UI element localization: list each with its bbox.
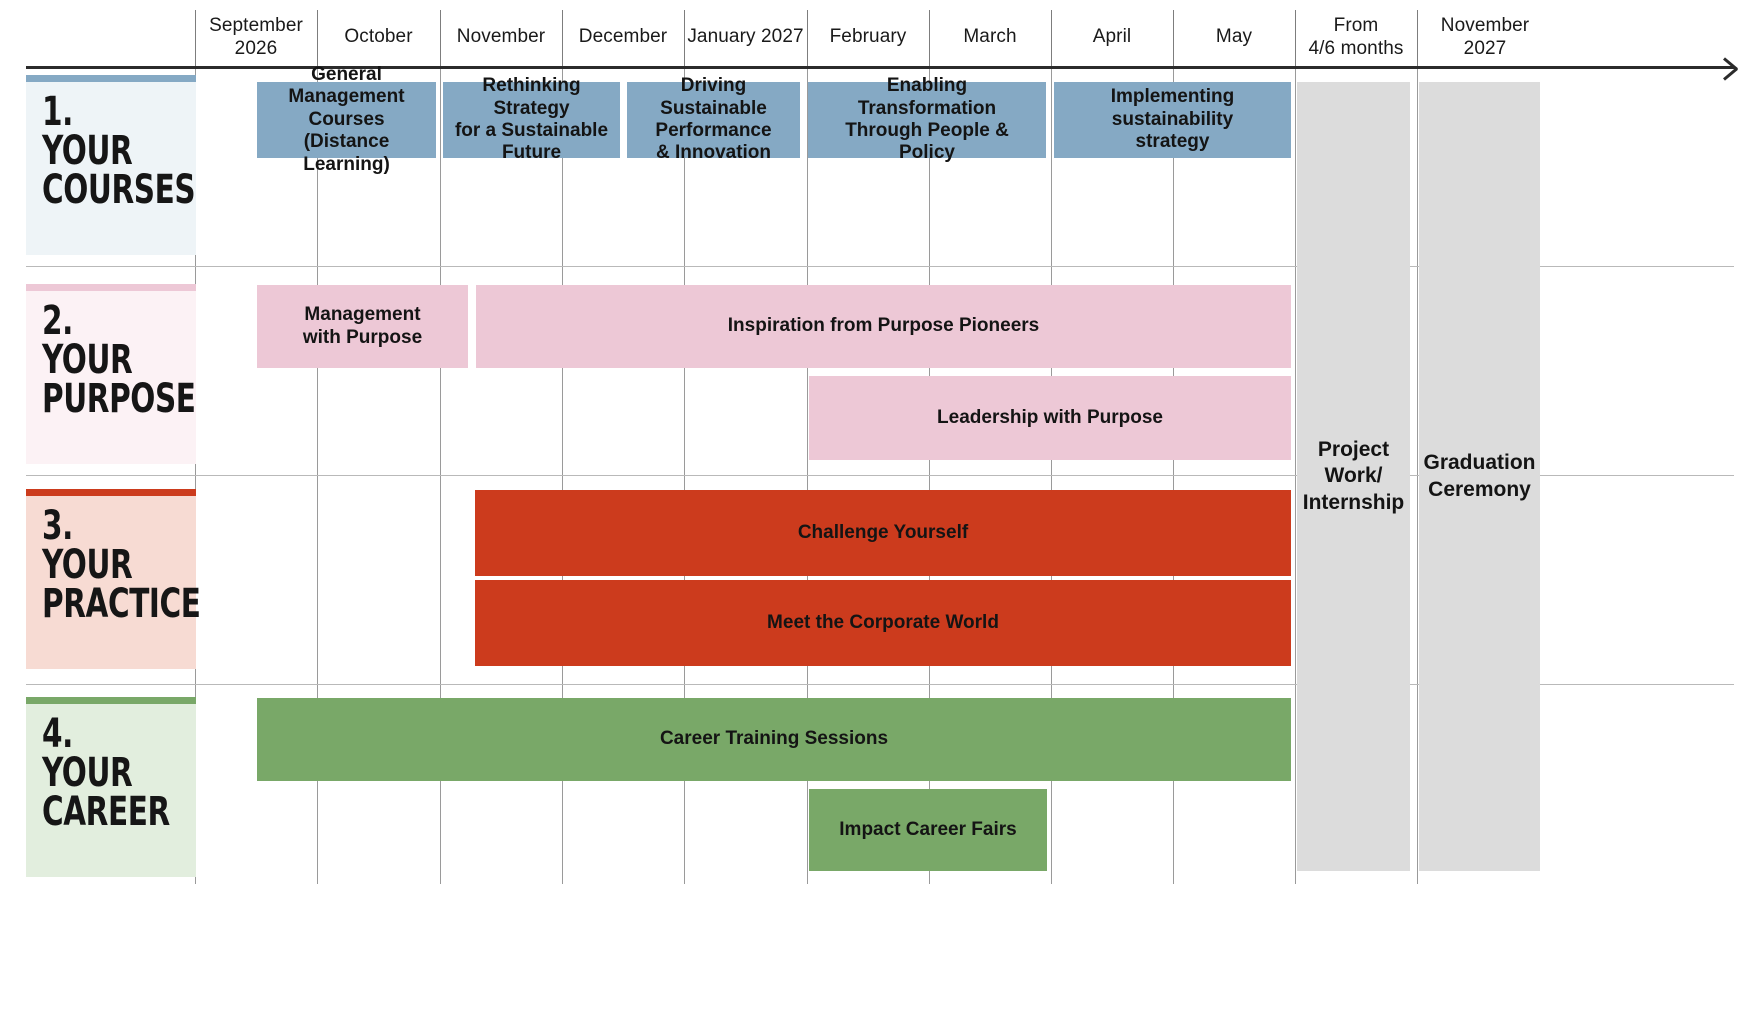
- bar-leadership-with-purpose[interactable]: Leadership with Purpose: [809, 376, 1291, 460]
- category-card-your-purpose: 2. YOUR PURPOSE: [26, 284, 196, 464]
- panel-project-work-internship[interactable]: Project Work/ Internship: [1297, 82, 1410, 871]
- grid-line: [684, 69, 685, 884]
- header-col-january-2027: January 2027: [687, 26, 804, 48]
- category-body: [26, 704, 196, 877]
- bar-rethinking-strategy[interactable]: Rethinking Strategy for a Sustainable Fu…: [443, 75, 620, 163]
- bar-driving-sustainable-performance[interactable]: Driving Sustainable Performance & Innova…: [627, 75, 800, 163]
- grid-line: [929, 69, 930, 884]
- header-divider: [1417, 10, 1418, 68]
- header-divider: [929, 10, 930, 68]
- category-body: [26, 82, 196, 255]
- header-col-november: November: [456, 26, 546, 48]
- timeline-header: September 2026 October November December…: [0, 0, 1758, 68]
- bar-management-with-purpose[interactable]: Management with Purpose: [257, 285, 468, 368]
- grid-line: [807, 69, 808, 884]
- bar-impact-career-fairs[interactable]: Impact Career Fairs: [809, 789, 1047, 871]
- grid-line: [1051, 69, 1052, 884]
- category-card-your-practice: 3. YOUR PRACTICE: [26, 489, 201, 669]
- header-divider: [1173, 10, 1174, 68]
- bar-inspiration-from-purpose-pioneers[interactable]: Inspiration from Purpose Pioneers: [476, 285, 1291, 368]
- bar-implementing-sustainability-strategy[interactable]: Implementing sustainability strategy: [1054, 82, 1291, 158]
- header-divider: [684, 10, 685, 68]
- grid-line: [1173, 69, 1174, 884]
- header-col-april: April: [1092, 26, 1132, 48]
- row-separator: [26, 475, 1734, 476]
- category-label-your-career: 4. YOUR CAREER: [42, 711, 170, 836]
- header-divider: [317, 10, 318, 68]
- bar-enabling-transformation[interactable]: Enabling Transformation Through People &…: [808, 75, 1046, 163]
- bar-meet-the-corporate-world[interactable]: Meet the Corporate World: [475, 580, 1291, 666]
- header-divider: [195, 10, 196, 68]
- bar-career-training-sessions[interactable]: Career Training Sessions: [257, 698, 1291, 781]
- category-card-your-career: 4. YOUR CAREER: [26, 697, 196, 877]
- header-col-may: May: [1215, 26, 1253, 48]
- header-col-from-4-6-months: From 4/6 months: [1308, 14, 1404, 59]
- category-label-your-practice: 3. YOUR PRACTICE: [42, 503, 201, 628]
- header-divider: [807, 10, 808, 68]
- grid-line: [440, 69, 441, 884]
- header-col-october: October: [344, 26, 413, 48]
- category-body: [26, 496, 196, 669]
- grid-line: [195, 69, 196, 884]
- row-separator: [26, 684, 1734, 685]
- header-col-september-2026: September 2026: [209, 14, 303, 59]
- grid-line: [1417, 69, 1418, 884]
- category-body: [26, 291, 196, 464]
- grid-line: [562, 69, 563, 884]
- category-label-your-courses: 1. YOUR COURSES: [42, 89, 196, 214]
- category-label-your-purpose: 2. YOUR PURPOSE: [42, 298, 196, 423]
- bar-challenge-yourself[interactable]: Challenge Yourself: [475, 490, 1291, 576]
- panel-graduation-ceremony[interactable]: Graduation Ceremony: [1419, 82, 1540, 871]
- category-stripe: [26, 697, 196, 704]
- header-col-march: March: [963, 26, 1017, 48]
- header-col-february: February: [829, 26, 907, 48]
- header-col-november-2027: November 2027: [1440, 14, 1530, 59]
- header-divider: [1295, 10, 1296, 68]
- category-stripe: [26, 75, 196, 82]
- header-divider: [1051, 10, 1052, 68]
- header-col-december: December: [578, 26, 668, 48]
- header-divider: [562, 10, 563, 68]
- category-card-your-courses: 1. YOUR COURSES: [26, 75, 196, 255]
- category-stripe: [26, 284, 196, 291]
- bar-general-management-courses[interactable]: General Management Courses (Distance Lea…: [257, 64, 436, 175]
- header-divider: [440, 10, 441, 68]
- row-separator: [26, 266, 1734, 267]
- timeline-axis-line: [26, 66, 1734, 69]
- grid-line: [1295, 69, 1296, 884]
- category-stripe: [26, 489, 196, 496]
- grid-line: [317, 69, 318, 884]
